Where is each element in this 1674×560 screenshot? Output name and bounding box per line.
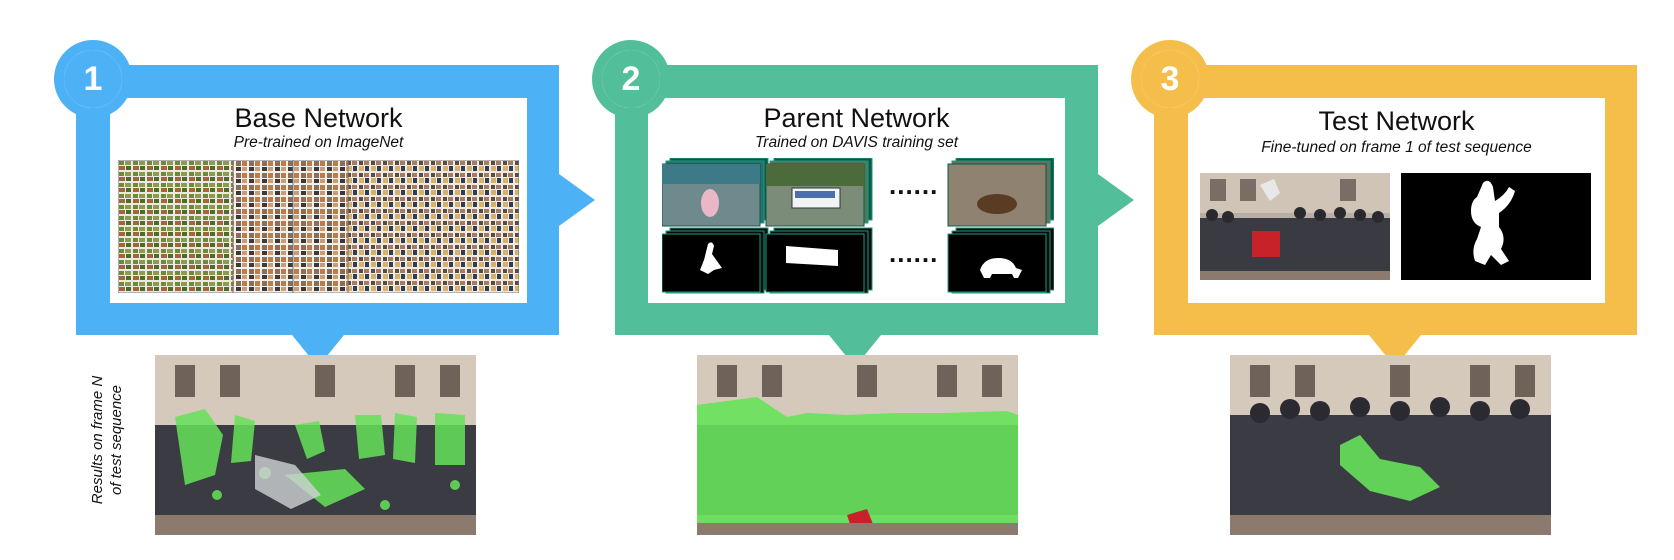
panel-3-title: Test Network [1318, 106, 1475, 136]
panel-2-number: 2 [602, 50, 660, 108]
panel-3-number: 3 [1141, 50, 1199, 108]
davis-training-stacks [662, 158, 1054, 294]
test-frame-1-photo [1200, 173, 1390, 280]
ellipsis-masks: ...... [889, 238, 939, 268]
result-photo-base-network [155, 355, 476, 535]
davis-frame-bear [947, 158, 1054, 227]
panel-1-number: 1 [64, 50, 122, 108]
test-frame-1-mask [1401, 173, 1591, 280]
results-side-label-line2: of test sequence [108, 384, 125, 496]
panel-3-subtitle: Fine-tuned on frame 1 of test sequence [1261, 139, 1532, 156]
panel-2-arrow-right [1098, 174, 1134, 226]
panel-2-badge: 2 [592, 40, 670, 118]
davis-mask-bus [765, 227, 873, 294]
panel-1-subtitle: Pre-trained on ImageNet [233, 134, 404, 151]
davis-mask-dancer [662, 227, 769, 294]
davis-frame-bus [765, 158, 873, 227]
davis-frame-dancer [662, 158, 769, 227]
panel-1-arrow-right [559, 174, 595, 226]
results-side-label: Results on frame N of test sequence [88, 360, 126, 520]
results-side-label-line1: Results on frame N [89, 375, 106, 505]
result-photo-test-network [1230, 355, 1551, 535]
panel-1-badge: 1 [54, 40, 132, 118]
panel-1-title: Base Network [234, 103, 403, 133]
panel-3-badge: 3 [1131, 40, 1209, 118]
result-photo-parent-network [697, 355, 1018, 535]
davis-mask-bear [947, 227, 1054, 294]
imagenet-mosaic [118, 160, 519, 293]
panel-2-title: Parent Network [763, 103, 950, 133]
panel-2-subtitle: Trained on DAVIS training set [754, 134, 959, 151]
ellipsis-frames: ...... [889, 170, 939, 200]
